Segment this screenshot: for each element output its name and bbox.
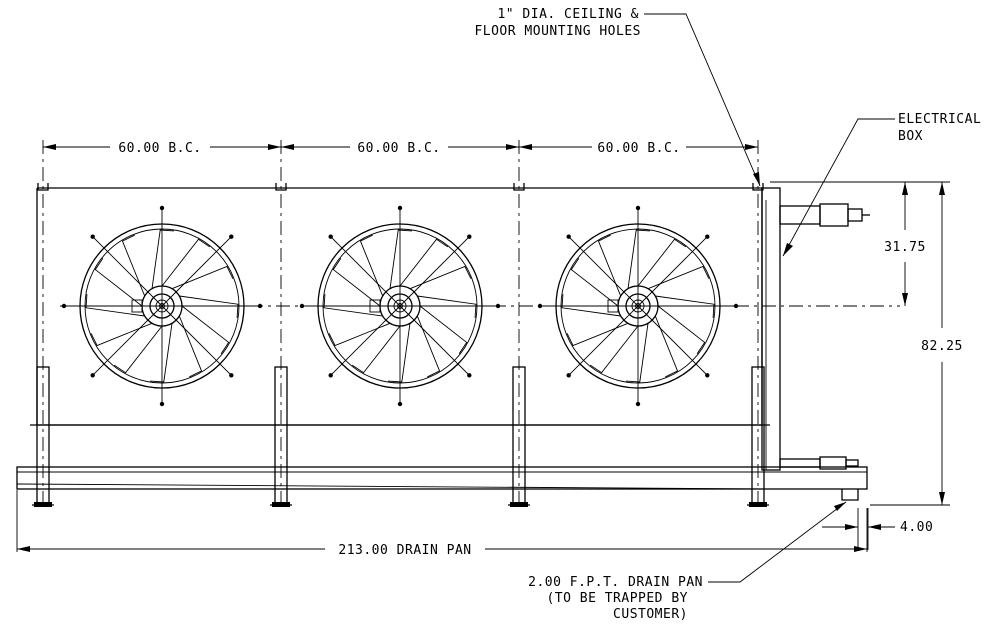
bolt-circle-dim-3: 60.00 B.C. [597,141,680,156]
legs [32,366,769,507]
fan-2 [299,205,501,407]
drain-pan [16,466,868,501]
drain-note-line3: CUSTOMER) [613,607,688,622]
dim-31-75: 31.75 [884,240,926,255]
drain-note-line1: 2.00 F.P.T. DRAIN PAN [528,575,703,590]
dim-82-25: 82.25 [921,339,963,354]
mounting-holes-note-line1: 1" DIA. CEILING & [497,7,639,22]
drain-pan-length: 213.00 DRAIN PAN [338,543,471,558]
mounting-clips [37,183,764,191]
drain-note-line2: (TO BE TRAPPED BY [546,591,688,606]
electrical-box [761,187,870,471]
fan-3 [537,205,739,407]
bolt-circle-dim-1: 60.00 B.C. [118,141,201,156]
electrical-box-label-line2: BOX [898,129,923,144]
bolt-circle-dim-2: 60.00 B.C. [357,141,440,156]
dim-4-00: 4.00 [900,520,933,535]
fan-1 [61,205,263,407]
dimension-lines [16,13,950,583]
center-lines [42,140,900,505]
mounting-holes-note-line2: FLOOR MOUNTING HOLES [474,24,641,39]
fans [61,205,739,407]
electrical-box-label-line1: ELECTRICAL [898,112,981,127]
